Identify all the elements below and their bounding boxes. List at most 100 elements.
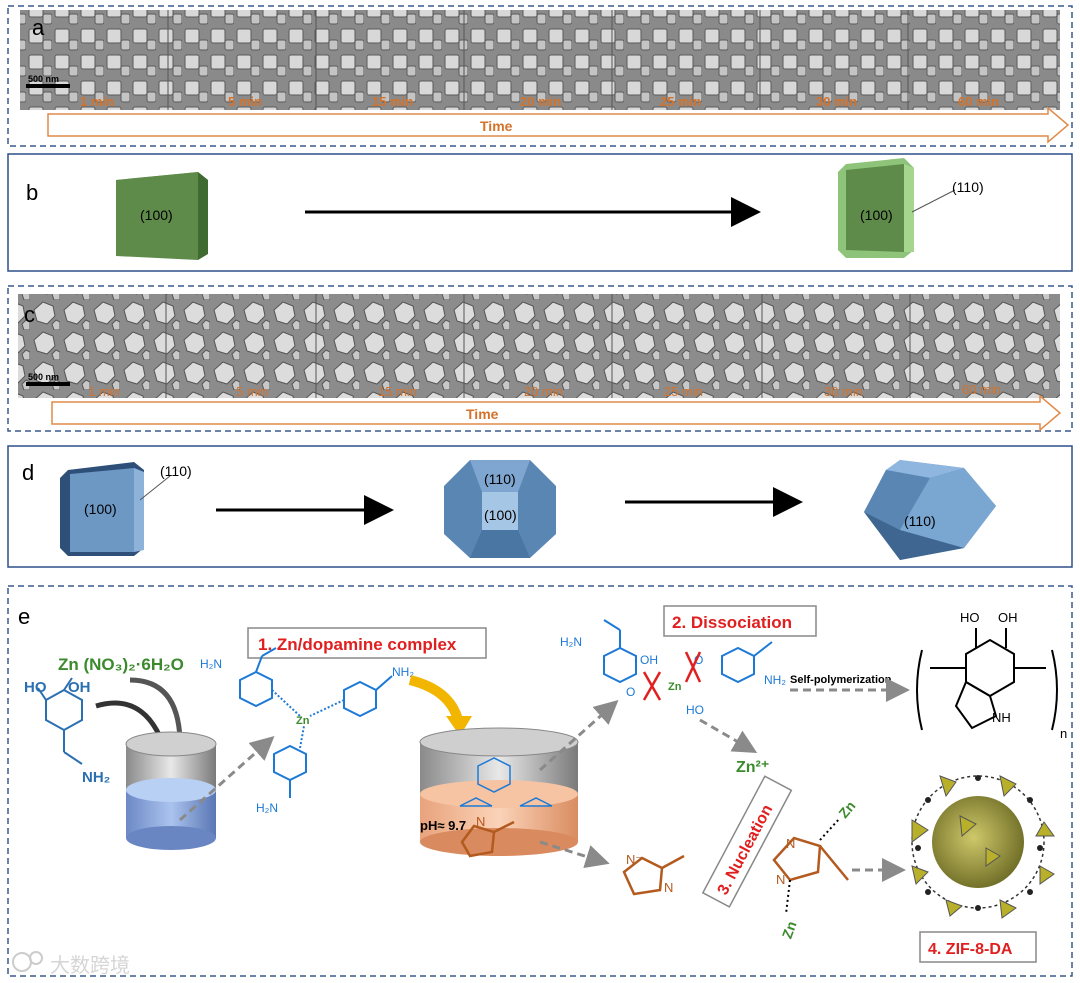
panel-e-border: [7, 585, 1073, 977]
complex-nh-right: NH₂: [392, 665, 414, 679]
dopamine-molecule: [37, 677, 83, 765]
zinc-add-arrow: [129, 677, 183, 741]
scale-label-c: 500 nm: [28, 372, 59, 382]
panel-letter-a: a: [32, 15, 45, 40]
dissoc-o-2: O: [694, 653, 703, 667]
time-arrow-a: [47, 106, 1070, 144]
dissoc-zn: Zn: [668, 681, 682, 693]
time-label-c-1: 1 min: [88, 384, 120, 399]
panel-d: d (100) (110) (110) (100) (110): [7, 445, 1073, 568]
sem-strip-c: [18, 294, 1060, 398]
time-label-c-3: 15 min: [378, 384, 417, 399]
cube-face-label-start: (100): [140, 207, 173, 223]
blue-cube-face-label: (100): [84, 501, 117, 517]
dissociated-complex: [603, 619, 773, 684]
time-label-c-7: 60 min: [962, 382, 1001, 397]
blue-cube-edge-label: (110): [160, 463, 192, 479]
step2-box: [663, 605, 817, 637]
truncated-green-cube: [846, 164, 904, 252]
imidazole-in-beaker: [460, 820, 515, 858]
coord-zn-top: Zn: [835, 798, 858, 821]
transfer-arrow: [408, 675, 463, 722]
time-label-a-3: 15 min: [372, 94, 413, 109]
polydopamine-structure: [916, 628, 1058, 731]
dopamine-nh2: NH₂: [82, 769, 110, 786]
time-arrow-c: [51, 394, 1062, 432]
dissoc-nh2: NH₂: [764, 673, 786, 687]
panel-letter-d: d: [22, 460, 34, 485]
watermark: 大数跨境: [12, 951, 130, 977]
watermark-logo-icon: [12, 952, 32, 972]
step3-group: 3. Nucleation: [701, 775, 793, 908]
zn-dopamine-complex: [239, 647, 393, 798]
time-label-a-7: 60 min: [958, 94, 999, 109]
complex-h2n-2: H₂N: [256, 801, 278, 815]
time-arrow-label-c: Time: [466, 406, 499, 422]
dissoc-oh: OH: [640, 653, 658, 667]
coord-imidazole-n-2: N: [776, 872, 785, 887]
mid-top-label: (110): [484, 471, 516, 487]
green-cube: [116, 172, 198, 260]
dissociation-arrow: [539, 700, 619, 772]
complex-zn: Zn: [296, 715, 310, 727]
dissoc-ho: HO: [686, 703, 704, 717]
time-label-a-5: 25 min: [660, 94, 701, 109]
ph-label: pH≈ 9.7: [420, 818, 466, 833]
panel-b: b (100) (100) (110): [7, 153, 1073, 272]
step4-box: [919, 931, 1037, 963]
step3-box: [701, 775, 793, 908]
scale-label-a: 500 nm: [28, 74, 59, 84]
step1-box: [247, 627, 487, 659]
bond-break-marks: [642, 651, 702, 701]
beaker-1: [125, 731, 217, 850]
methylimidazolate: [622, 854, 685, 896]
time-label-a-2: 5 min: [228, 94, 262, 109]
time-label-c-6: 30 min: [824, 384, 863, 399]
mid-center-label: (100): [484, 507, 517, 523]
self-polymerization-label: Self-polymerization: [790, 674, 892, 686]
panel-letter-c: c: [24, 302, 35, 327]
beaker-imidazole-n: N: [476, 814, 485, 829]
pda-n: n: [1060, 726, 1067, 741]
panel-letter-b: b: [26, 180, 38, 205]
time-arrow-label-a: Time: [480, 118, 513, 134]
panel-e: e Zn (NO₃)₂·6H₂O HO OH NH₂ 1. Zn/dopamin…: [7, 585, 1073, 977]
panel-b-border: [7, 153, 1073, 272]
time-label-a-6: 30 min: [816, 94, 857, 109]
final-face-label: (110): [904, 513, 936, 529]
scale-bar-c: [26, 382, 70, 386]
edge-pointer-b: [911, 189, 956, 213]
sem-strip-a: [20, 10, 1060, 110]
time-label-c-2: 5 min: [236, 384, 268, 399]
coord-imidazole-n-1: N: [786, 836, 795, 851]
time-label-c-5: 25 min: [664, 384, 703, 399]
panel-a-border: [7, 5, 1073, 147]
watermark-text: 大数跨境: [50, 953, 130, 977]
dissoc-o-1: O: [626, 685, 635, 699]
pda-ho: HO: [960, 610, 980, 625]
edge-label-b: (110): [952, 179, 984, 195]
green-cube-side: [198, 172, 208, 260]
pda-oh: OH: [998, 610, 1018, 625]
complex-formation-arrow: [179, 736, 275, 822]
complex-h2n-1: H₂N: [200, 657, 222, 671]
panel-c-border: [7, 285, 1073, 432]
time-label-a-4: 20 min: [520, 94, 561, 109]
zn-release-arrow: [699, 718, 758, 753]
dissoc-h2n: H₂N: [560, 635, 582, 649]
time-label-a-1: 1 min: [80, 94, 114, 109]
zinc-salt-label: Zn (NO₃)₂·6H₂O: [58, 655, 184, 674]
scale-bar-a: [26, 84, 70, 88]
methylimidazolate-n-minus: N⁻: [626, 852, 642, 867]
dopamine-oh: OH: [68, 679, 91, 696]
step4-label: 4. ZIF-8-DA: [928, 941, 1013, 958]
pda-nh: NH: [992, 710, 1011, 725]
step2-label: 2. Dissociation: [672, 613, 792, 632]
panel-a: a 500 nm 1 min 5 min 15 min 20 min 25 mi…: [7, 5, 1073, 147]
imidazole-arrow: [539, 840, 610, 869]
panel-letter-e: e: [18, 604, 30, 629]
methylimidazolate-n: N: [664, 880, 673, 895]
panel-d-border: [7, 445, 1073, 568]
zif8-structure: [911, 775, 1055, 919]
